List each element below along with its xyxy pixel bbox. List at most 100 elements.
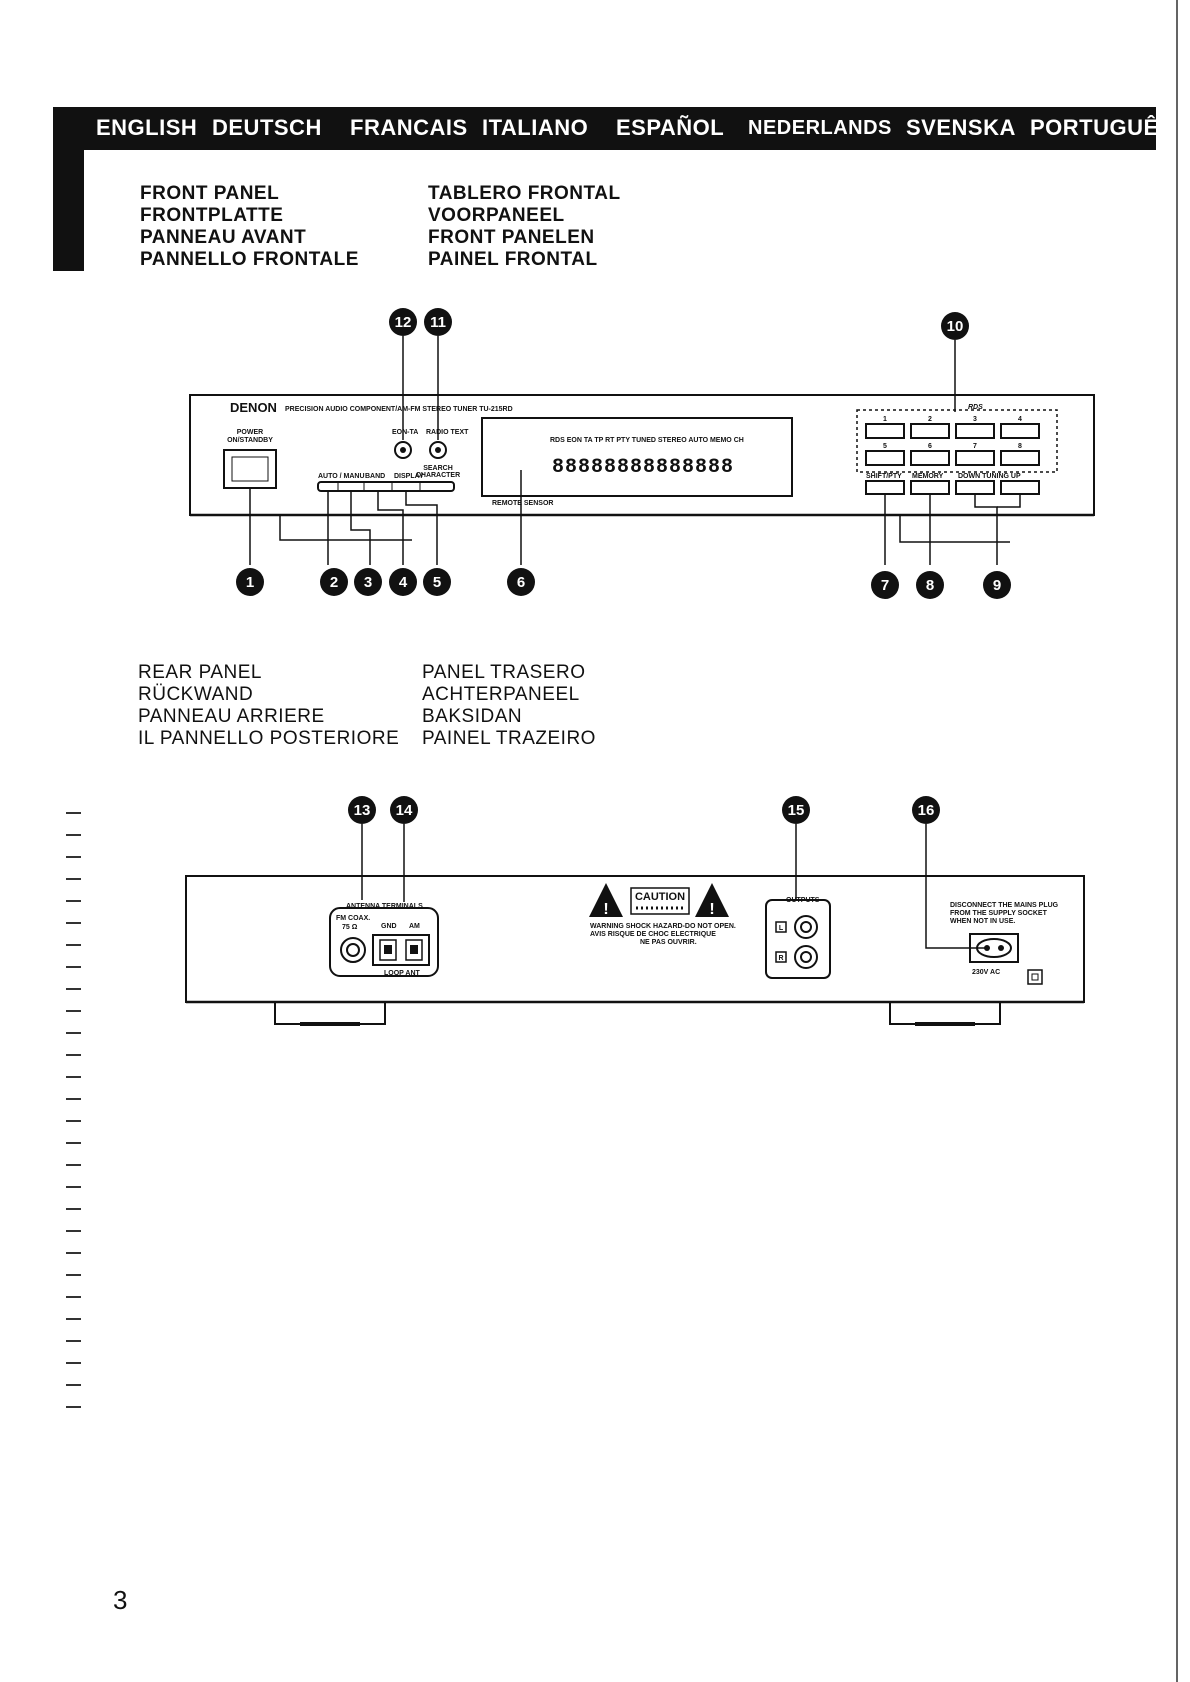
svg-text:1: 1 <box>246 574 254 591</box>
svg-text:RDS EON TA TP RT PTY TUNED STE: RDS EON TA TP RT PTY TUNED STEREO AUTO M… <box>550 437 744 444</box>
class-ii-symbol-icon <box>1027 969 1043 985</box>
callout-15: 15 <box>782 796 810 824</box>
svg-text:ANTENNA TERMINALS: ANTENNA TERMINALS <box>346 903 423 910</box>
fm-coax-jack <box>340 937 366 963</box>
rear-panel-diagram: 13 14 15 16 ANTENNA TERMINALS FM COAX. 7… <box>0 790 1190 1050</box>
preset-buttons <box>865 423 1040 466</box>
output-jack-left <box>794 915 818 939</box>
callout-5: 5 <box>423 568 451 596</box>
heading-achterpaneel: ACHTERPANEEL <box>422 684 580 705</box>
svg-text:75 Ω: 75 Ω <box>342 924 358 931</box>
heading-panneau-avant: PANNEAU AVANT <box>140 227 307 248</box>
svg-text:R: R <box>778 955 783 962</box>
foot-left <box>274 1001 386 1025</box>
page-number: 3 <box>113 1585 128 1615</box>
heading-front-panel: FRONT PANEL <box>140 183 280 204</box>
output-jack-right <box>794 945 818 969</box>
svg-text:POWER: POWER <box>237 429 263 436</box>
model-line: PRECISION AUDIO COMPONENT/AM-FM STEREO T… <box>285 406 513 413</box>
svg-text:16: 16 <box>918 802 935 819</box>
lang-espanol: ESPAÑOL <box>616 115 725 140</box>
margin-ticks <box>66 812 81 1428</box>
rds-logo: RDS <box>968 404 983 411</box>
lang-svenska: SVENSKA <box>906 115 1016 140</box>
callout-1: 1 <box>236 568 264 596</box>
svg-text:BAND: BAND <box>365 473 385 480</box>
callout-6: 6 <box>507 568 535 596</box>
heading-panneau-arriere: PANNEAU ARRIERE <box>138 706 325 727</box>
display-segments: 88888888888888 <box>552 456 734 479</box>
lang-deutsch: DEUTSCH <box>212 115 322 140</box>
tuning-down-button <box>955 480 995 495</box>
svg-text:1: 1 <box>883 416 887 423</box>
memory-button <box>910 480 950 495</box>
heading-frontplatte: FRONTPLATTE <box>140 205 284 226</box>
svg-text:ON/STANDBY: ON/STANDBY <box>227 437 273 444</box>
heading-tablero-frontal: TABLERO FRONTAL <box>428 183 621 204</box>
shift-pty-button <box>865 480 905 495</box>
callout-3: 3 <box>354 568 382 596</box>
heading-baksidan: BAKSIDAN <box>422 706 523 727</box>
eon-ta-button <box>394 441 412 459</box>
callout-8: 8 <box>916 571 944 599</box>
am-terminal-block <box>372 934 430 966</box>
tuning-up-button <box>1000 480 1040 495</box>
svg-text:WARNING SHOCK HAZARD-DO NOT OP: WARNING SHOCK HAZARD-DO NOT OPEN. <box>590 923 736 930</box>
svg-text:12: 12 <box>395 314 412 331</box>
callout-9: 9 <box>983 571 1011 599</box>
lang-english: ENGLISH <box>96 115 198 140</box>
svg-text:!: ! <box>709 901 714 918</box>
svg-text:DISCONNECT THE MAINS PLUG: DISCONNECT THE MAINS PLUG <box>950 902 1059 909</box>
svg-text:DISPLAY: DISPLAY <box>394 473 424 480</box>
svg-text:4: 4 <box>1018 416 1022 423</box>
language-bar: ENGLISH DEUTSCH FRANCAIS ITALIANO ESPAÑO… <box>84 107 1156 150</box>
svg-text:15: 15 <box>788 802 805 819</box>
svg-text:RADIO TEXT: RADIO TEXT <box>426 429 469 436</box>
lang-francais: FRANCAIS <box>350 115 468 140</box>
heading-panel-trasero: PANEL TRASERO <box>422 662 586 683</box>
warning-triangle-left-icon <box>589 883 623 917</box>
svg-text:WHEN NOT IN USE.: WHEN NOT IN USE. <box>950 918 1015 925</box>
svg-text:5: 5 <box>433 574 441 591</box>
svg-text:L: L <box>779 925 784 932</box>
callout-7: 7 <box>871 571 899 599</box>
callout-14: 14 <box>390 796 418 824</box>
function-button-strip <box>317 481 455 492</box>
callout-12: 12 <box>389 308 417 336</box>
svg-text:9: 9 <box>993 577 1001 594</box>
outputs-panel <box>765 899 831 979</box>
svg-text:GND: GND <box>381 923 397 930</box>
heading-pannello-posteriore: IL PANNELLO POSTERIORE <box>138 728 400 749</box>
svg-text:SEARCH: SEARCH <box>423 465 453 472</box>
heading-painel-trazeiro: PAINEL TRAZEIRO <box>422 728 596 749</box>
callout-10: 10 <box>941 312 969 340</box>
svg-text:13: 13 <box>354 802 371 819</box>
svg-text:AUTO / MANU: AUTO / MANU <box>318 473 365 480</box>
svg-text:3: 3 <box>364 574 372 591</box>
svg-text:11: 11 <box>430 314 446 331</box>
radio-text-button <box>429 441 447 459</box>
display-window <box>481 417 793 497</box>
side-tab-bar <box>53 107 84 271</box>
svg-text:230V AC: 230V AC <box>972 969 1000 976</box>
callout-16: 16 <box>912 796 940 824</box>
svg-text:6: 6 <box>928 443 932 450</box>
svg-text:FROM THE SUPPLY SOCKET: FROM THE SUPPLY SOCKET <box>950 910 1048 917</box>
svg-text:AM: AM <box>409 923 420 930</box>
svg-text:5: 5 <box>883 443 887 450</box>
svg-text:REMOTE SENSOR: REMOTE SENSOR <box>492 500 553 507</box>
svg-text:CAUTION: CAUTION <box>635 891 685 903</box>
svg-text:2: 2 <box>928 416 932 423</box>
heading-ruckwand: RÜCKWAND <box>138 684 254 705</box>
svg-text:CHARACTER: CHARACTER <box>416 472 460 479</box>
heading-voorpaneel: VOORPANEEL <box>428 205 565 226</box>
svg-text:14: 14 <box>396 802 413 819</box>
svg-text:LOOP ANT: LOOP ANT <box>384 970 421 977</box>
page-edge <box>1176 0 1178 1682</box>
foot-right <box>889 1001 1001 1025</box>
svg-text:DOWN TUNING UP: DOWN TUNING UP <box>958 473 1021 480</box>
svg-text:FM COAX.: FM COAX. <box>336 915 370 922</box>
front-panel-diagram: 12 11 10 DENON PRECISION AUDIO COMPONENT… <box>0 300 1190 620</box>
warning-triangle-right-icon <box>695 883 729 917</box>
heading-front-panelen: FRONT PANELEN <box>428 227 595 248</box>
